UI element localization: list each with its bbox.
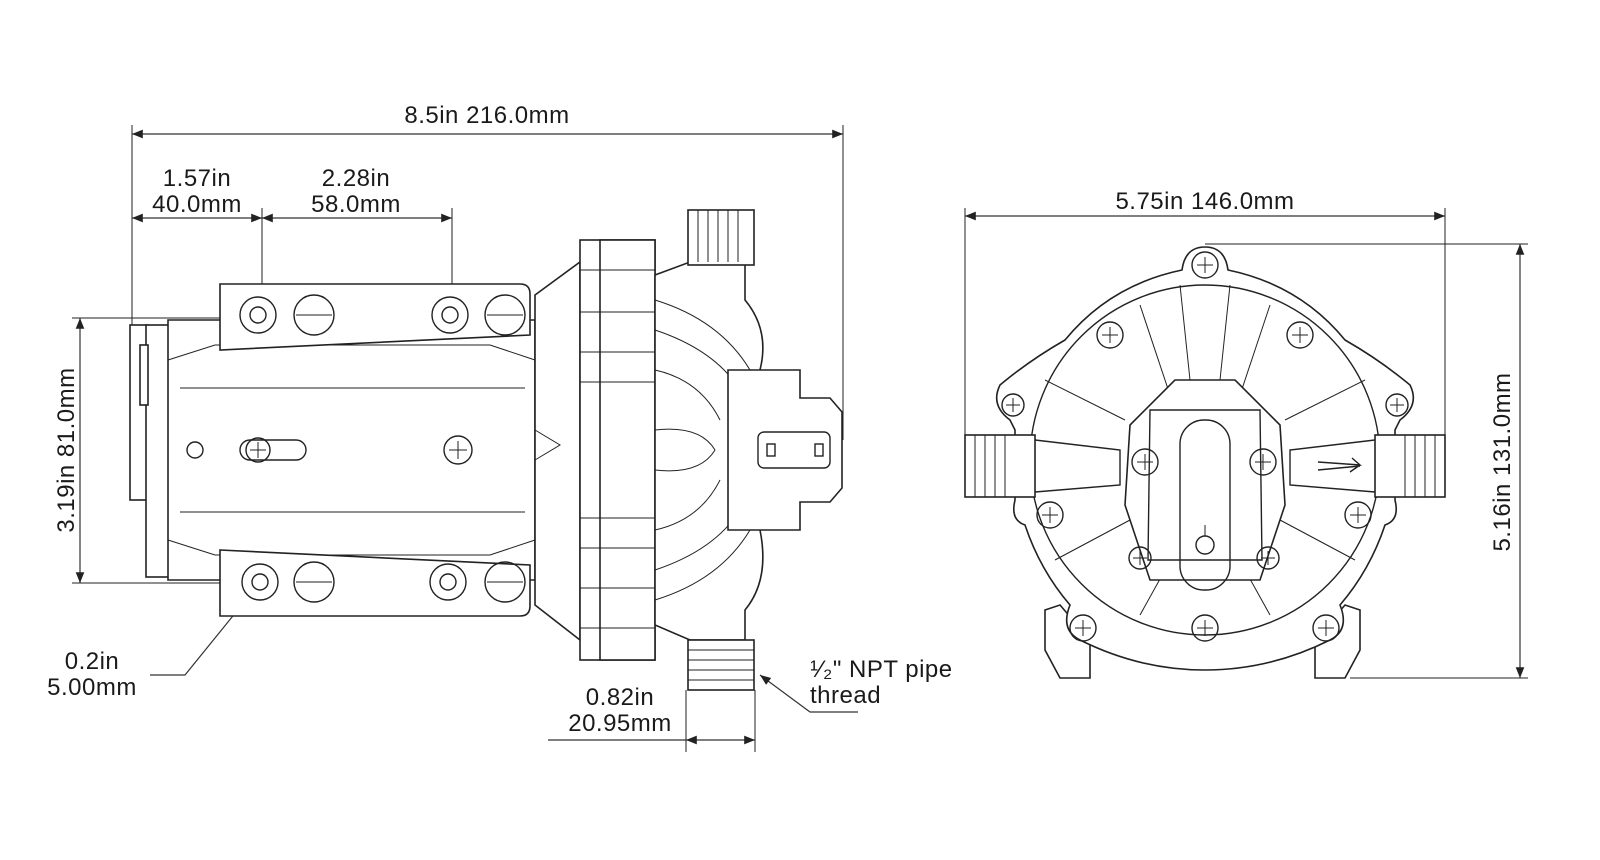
port-length-mm-label: 20.95mm [568,710,672,737]
screw-heads [1001,251,1409,642]
hole-offset-mm-label: 40.0mm [152,191,242,218]
hole-spacing-mm-label: 58.0mm [311,191,401,218]
side-view: 8.5in 216.0mm 1.57in 40.0mm 2.28in 58.0m… [47,102,952,752]
thread-label-line1: ¹⁄₂" NPT pipe [810,656,953,683]
front-view: 5.75in 146.0mm 5.16in 131.0mm [964,188,1528,679]
thread-label-line2: thread [810,682,881,709]
front-height-label: 5.16in 131.0mm [1489,372,1516,551]
front-width-label: 5.75in 146.0mm [1115,188,1294,215]
hole-dia-mm-label: 5.00mm [47,674,137,701]
overall-width-label: 8.5in 216.0mm [404,102,569,129]
port-length-inch-label: 0.82in [586,684,654,711]
hole-offset-inch-label: 1.57in [163,165,231,192]
hole-dia-inch-label: 0.2in [65,648,120,675]
mount-height-label: 3.19in 81.0mm [53,367,80,532]
hole-spacing-inch-label: 2.28in [322,165,390,192]
